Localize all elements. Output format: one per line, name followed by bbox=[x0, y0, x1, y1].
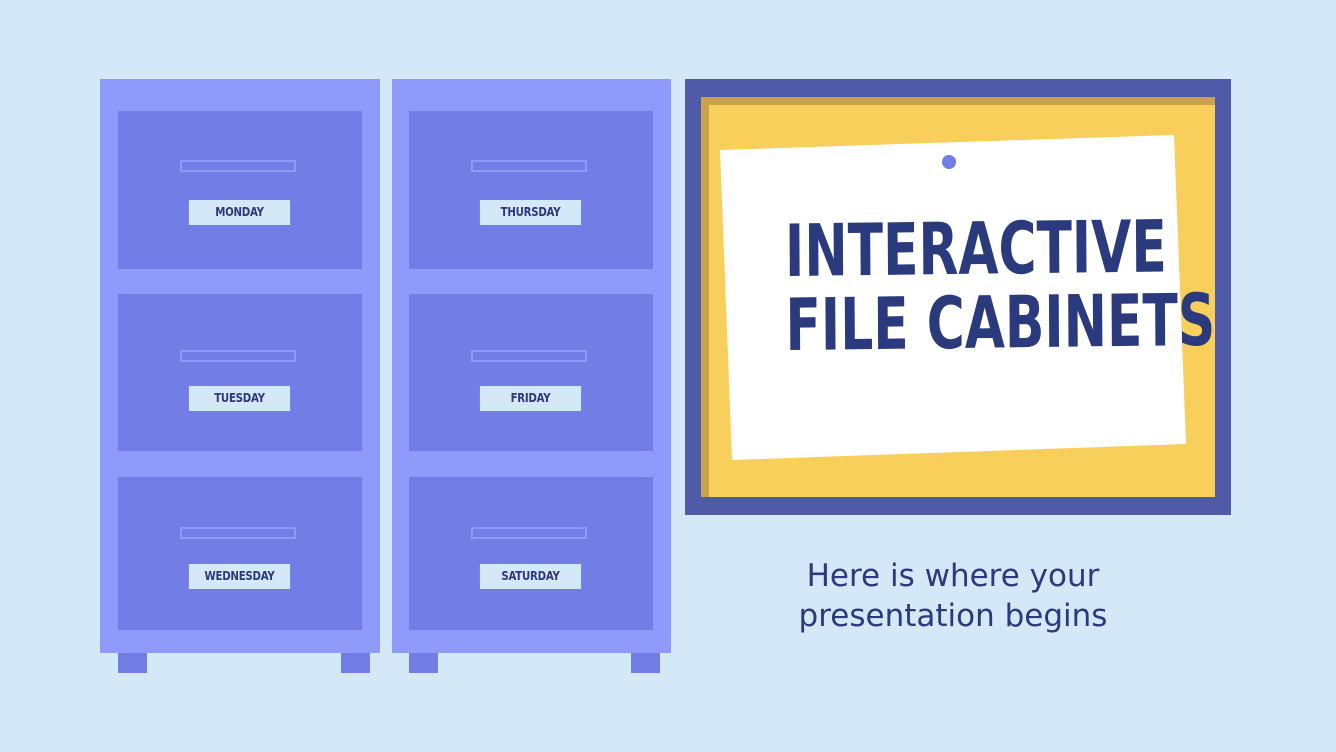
drawer-label: TUESDAY bbox=[188, 386, 291, 411]
drawer-wednesday[interactable]: WEDNESDAY bbox=[118, 477, 362, 630]
drawer-label: FRIDAY bbox=[479, 386, 582, 411]
drawer-saturday[interactable]: SATURDAY bbox=[409, 477, 653, 630]
drawer-handle bbox=[180, 350, 296, 362]
file-cabinet-left: MONDAY TUESDAY WEDNESDAY bbox=[100, 79, 380, 673]
drawer-label: THURSDAY bbox=[479, 200, 582, 225]
drawer-label: MONDAY bbox=[188, 200, 291, 225]
slide-title: INTERACTIVE FILE CABINETS bbox=[784, 204, 1216, 368]
cork-shadow bbox=[701, 97, 1215, 105]
file-cabinet-right: THURSDAY FRIDAY SATURDAY bbox=[392, 79, 671, 673]
cabinet-foot bbox=[341, 653, 370, 673]
slide-subtitle: Here is where your presentation begins bbox=[740, 556, 1166, 636]
drawer-handle bbox=[471, 527, 587, 539]
drawer-handle bbox=[471, 160, 587, 172]
drawer-friday[interactable]: FRIDAY bbox=[409, 294, 653, 451]
drawer-handle bbox=[180, 527, 296, 539]
cabinet-foot bbox=[409, 653, 438, 673]
subtitle-line-2: presentation begins bbox=[798, 598, 1108, 634]
title-line-1: INTERACTIVE bbox=[784, 204, 1167, 294]
drawer-tuesday[interactable]: TUESDAY bbox=[118, 294, 362, 451]
drawer-thursday[interactable]: THURSDAY bbox=[409, 111, 653, 269]
subtitle-line-1: Here is where your bbox=[806, 558, 1100, 594]
drawer-monday[interactable]: MONDAY bbox=[118, 111, 362, 269]
drawer-label: SATURDAY bbox=[479, 564, 582, 589]
drawer-handle bbox=[471, 350, 587, 362]
drawer-label: WEDNESDAY bbox=[188, 564, 291, 589]
title-line-2: FILE CABINETS bbox=[785, 277, 1216, 368]
cabinet-foot bbox=[118, 653, 147, 673]
cabinet-foot bbox=[631, 653, 660, 673]
cork-shadow bbox=[701, 97, 709, 497]
drawer-handle bbox=[180, 160, 296, 172]
